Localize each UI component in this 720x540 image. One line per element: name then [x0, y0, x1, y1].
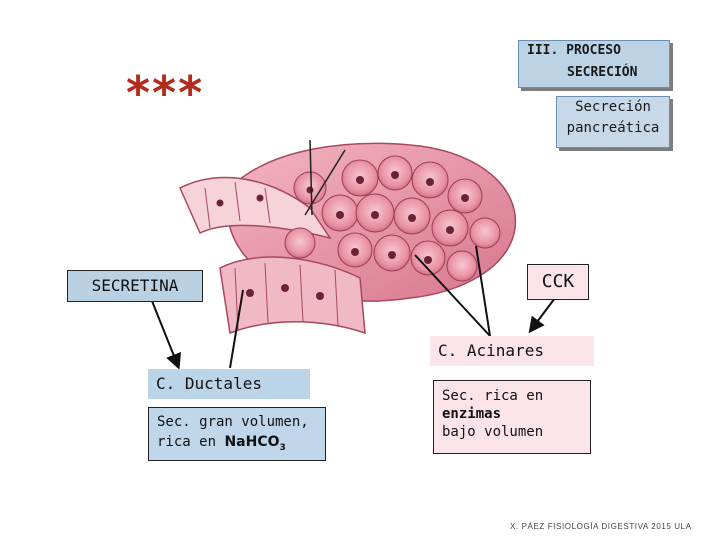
acinar-pointer-1: [475, 245, 491, 337]
enzymes-label: enzimas: [442, 406, 502, 422]
ductal-secretion-box: Sec. gran volumen, rica en NaHCO3: [148, 407, 326, 461]
cck-label: CCK: [527, 264, 589, 300]
title-line-1: III. PROCESO: [527, 43, 621, 58]
ductal-cells: [219, 256, 366, 335]
pancreatic-line-1: Secreción: [575, 99, 651, 115]
ductal-cells-label: C. Ductales: [148, 369, 310, 399]
secretina-label: SECRETINA: [67, 270, 203, 302]
acinar-secretion-line-1: Sec. rica en: [442, 388, 544, 404]
acinar-secretion-box: Sec. rica en enzimas bajo volumen: [433, 380, 591, 454]
section-title-box: III. PROCESO SECRECIÓN: [518, 40, 670, 88]
bicarbonate-formula: NaHCO: [224, 434, 280, 450]
duct-tube: [179, 176, 332, 240]
acinar-secretion-line-2: enzimas: [442, 405, 590, 423]
bicarbonate-subscript: 3: [279, 442, 286, 453]
pancreatic-line-2: pancreática: [566, 120, 660, 136]
footer-credit: X. PÁEZ FISIOLOGÍA DIGESTIVA 2015 ULA: [510, 522, 692, 531]
pancreatic-tissue-illustration: [179, 142, 517, 335]
stars-marker: ***: [126, 66, 205, 120]
pancreatic-secretion-box: Secreción pancreática: [556, 96, 670, 148]
title-line-2: SECRECIÓN: [567, 65, 638, 80]
secretina-arrow: [151, 300, 181, 370]
tissue-pointer-1: [309, 139, 313, 216]
ductal-secretion-line-1: Sec. gran volumen,: [157, 414, 309, 430]
ductal-secretion-line-2: rica en NaHCO3: [157, 432, 325, 458]
cck-arrow: [528, 297, 556, 334]
tissue-pointer-2: [304, 149, 346, 216]
acinar-secretion-line-3: bajo volumen: [442, 424, 544, 440]
acinar-pointer-2: [414, 254, 491, 337]
acinar-cells-label: C. Acinares: [430, 336, 594, 366]
ductal-cell-pointer: [229, 289, 244, 369]
ductal-secretion-prefix: rica en: [157, 434, 225, 450]
